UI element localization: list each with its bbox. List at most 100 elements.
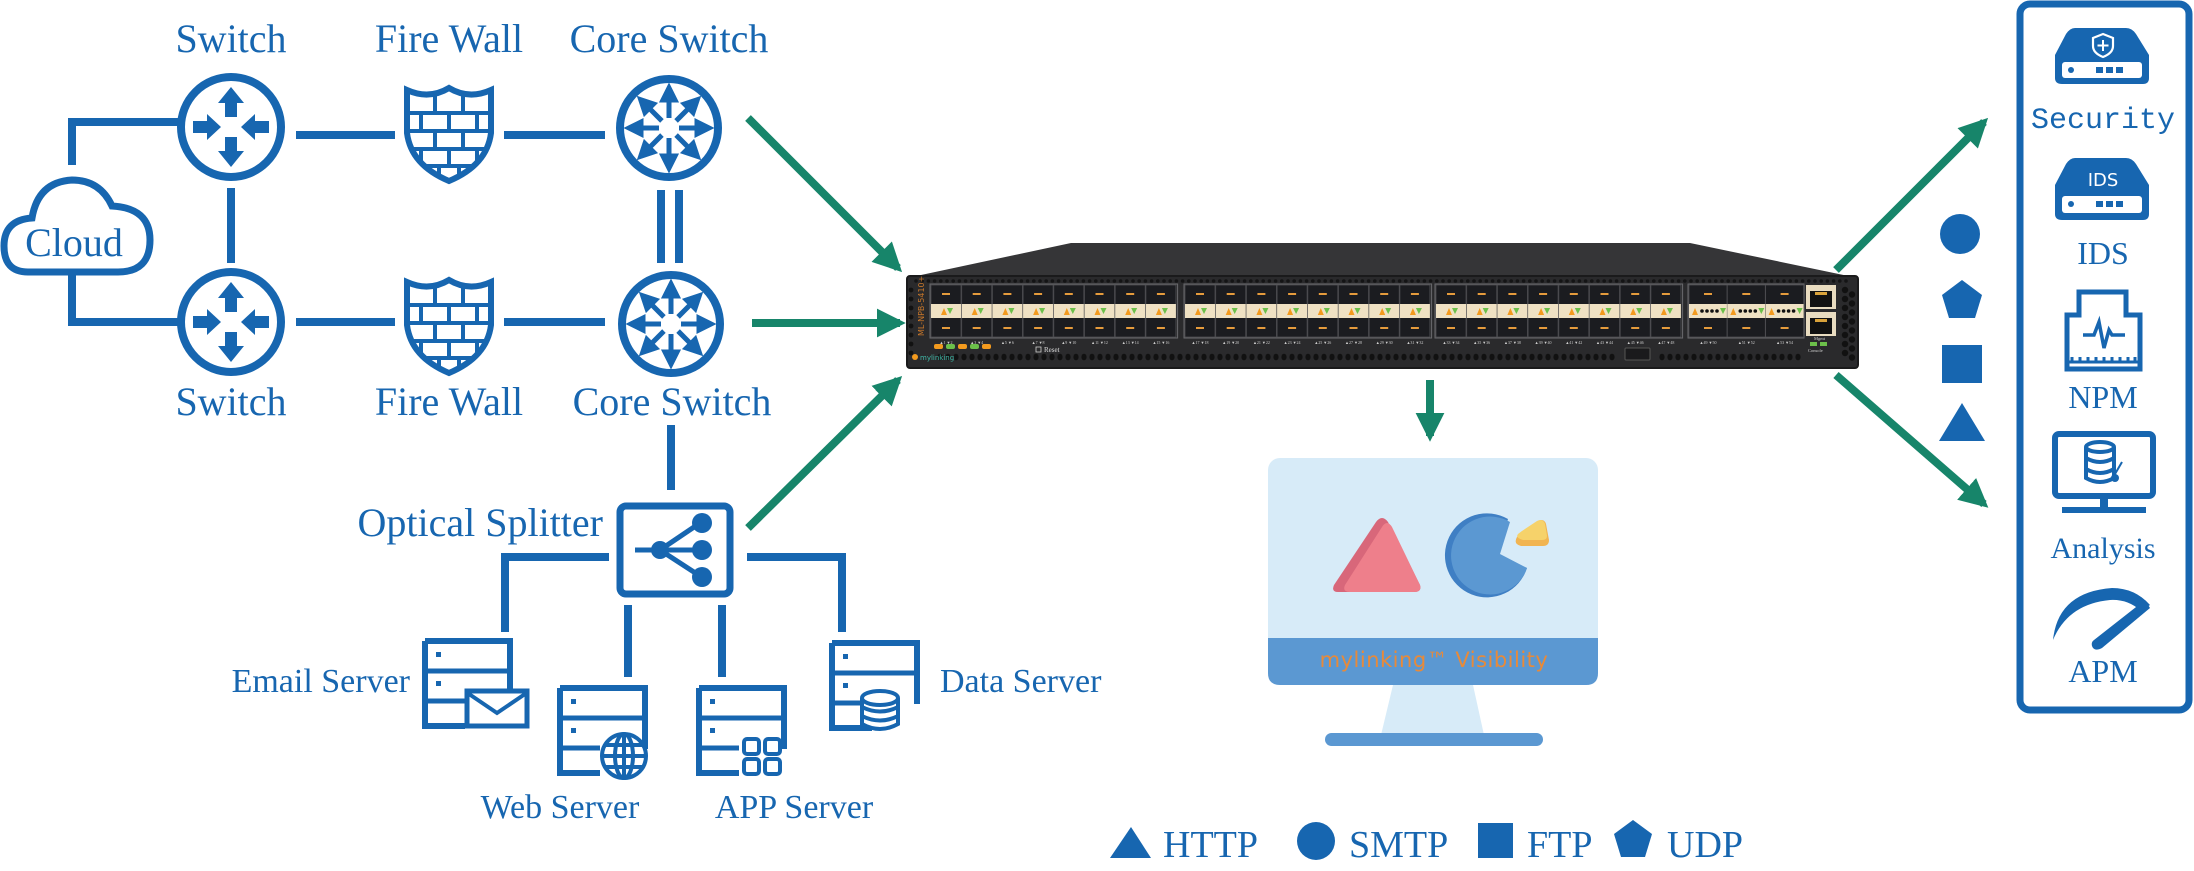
sfp-port[interactable]: [1084, 284, 1115, 338]
tools-panel: Security IDS IDS NPM: [2016, 0, 2193, 714]
port-number-label: ▲35 ▼36: [1473, 340, 1490, 345]
sfp-port[interactable]: [1435, 284, 1467, 338]
tool-apm[interactable]: APM: [2053, 588, 2150, 689]
sfp-port[interactable]: [1145, 284, 1177, 338]
legend-item-http: HTTP: [1110, 824, 1258, 866]
sfp-port[interactable]: [1527, 284, 1559, 338]
sfp-port[interactable]: [930, 284, 962, 338]
cloud-icon: [0, 176, 154, 276]
arrow-core-top-to-npb: [745, 115, 903, 273]
monitor-bar: [1268, 638, 1598, 685]
tool-security[interactable]: Security: [2031, 28, 2175, 138]
usb-port[interactable]: [1624, 347, 1651, 361]
brand-logo: mylinking: [912, 354, 954, 362]
monitor-stand: [1381, 685, 1484, 735]
firewall-bottom-node: Fire Wall: [375, 280, 523, 424]
sfp-port[interactable]: [1022, 284, 1054, 338]
port-number-label: ▲27 ▼28: [1345, 340, 1362, 345]
tool-apm-label: APM: [2068, 653, 2137, 689]
port-number-label: ▲29 ▼30: [1376, 340, 1393, 345]
triangle-icon: [1110, 827, 1151, 858]
port-number-label: ▲47 ▼48: [1657, 340, 1674, 345]
port-number-label: ▲39 ▼40: [1535, 340, 1552, 345]
udp-pentagon-icon: [1942, 280, 1982, 318]
sfp-port[interactable]: [1368, 284, 1400, 338]
sfp-port[interactable]: [1589, 284, 1620, 338]
gauge-icon: [2053, 588, 2150, 650]
sfp-port[interactable]: [1558, 284, 1590, 338]
sfp-port[interactable]: [1399, 284, 1431, 338]
core-switch-top-label: Core Switch: [570, 16, 769, 61]
qsfp-port[interactable]: [1765, 284, 1804, 338]
web-server-label: Web Server: [481, 789, 640, 826]
core-switch-top-node: Core Switch: [570, 16, 769, 185]
port-group: ▲33 ▼34▲35 ▼36▲37 ▼38▲39 ▼40▲41 ▼42▲43 ▼…: [1434, 283, 1684, 345]
sfp-port[interactable]: [1215, 284, 1247, 338]
protocol-legend: HTTP SMTP FTP UDP: [1110, 820, 1743, 866]
legend-label-http: HTTP: [1163, 824, 1258, 866]
data-server-node: Data Server: [832, 643, 1102, 729]
smtp-circle-icon: [1940, 214, 1980, 254]
legend-item-smtp: SMTP: [1297, 822, 1448, 866]
port-number-label: ▲5 ▼6: [1001, 340, 1014, 345]
sfp-port[interactable]: [1496, 284, 1528, 338]
tool-ids-label: IDS: [2077, 235, 2129, 271]
square-icon: [1478, 823, 1513, 858]
sfp-port[interactable]: [1307, 284, 1339, 338]
vent-holes-bottom: [937, 353, 1801, 361]
monitor-base: [1325, 733, 1543, 746]
firewall-top-label: Fire Wall: [375, 16, 523, 61]
network-performance-icon: [2064, 289, 2143, 372]
port-number-label: ▲9 ▼10: [1061, 340, 1076, 345]
switch-bottom-node: Switch: [175, 272, 287, 424]
tool-analysis[interactable]: Analysis: [2051, 431, 2156, 565]
http-triangle-icon: [1939, 403, 1985, 441]
sfp-port[interactable]: [1466, 284, 1498, 338]
tool-npm-label: NPM: [2068, 379, 2137, 415]
qsfp-port[interactable]: [1688, 284, 1728, 338]
packet-broker-device: ML-NPB-5410+ ▲1 ▼2▲3 ▼4▲5 ▼6▲7 ▼8▲9 ▼10▲…: [906, 243, 1859, 369]
database-icon: [860, 689, 900, 731]
sfp-port[interactable]: [1184, 284, 1216, 338]
port-number-label: ▲15 ▼16: [1152, 340, 1169, 345]
port-number-label: ▲49 ▼50: [1700, 340, 1717, 345]
sfp-port[interactable]: [1650, 284, 1682, 338]
switch-top-node: Switch: [175, 16, 287, 177]
core-switch-icon: [614, 267, 727, 380]
tool-npm[interactable]: NPM: [2064, 289, 2143, 415]
sfp-port[interactable]: [961, 284, 993, 338]
sfp-port[interactable]: [1053, 284, 1085, 338]
globe-icon: [600, 732, 648, 780]
legend-item-udp: UDP: [1614, 820, 1743, 866]
triangle-chart-icon: [1333, 518, 1421, 592]
port-number-label: ▲45 ▼46: [1627, 340, 1644, 345]
sfp-port[interactable]: [1619, 284, 1651, 338]
security-appliance-icon: [2055, 28, 2149, 84]
port-number-label: ▲41 ▼42: [1565, 340, 1582, 345]
mgmt-label: Mgmt: [1814, 336, 1826, 341]
brand-logo-text: mylinking: [920, 354, 954, 362]
sfp-port[interactable]: [1245, 284, 1277, 338]
reset-button[interactable]: [1035, 346, 1042, 353]
qsfp-port[interactable]: [1726, 284, 1766, 338]
legend-item-ftp: FTP: [1478, 823, 1592, 866]
switch-bottom-label: Switch: [175, 379, 286, 424]
sfp-port[interactable]: [1338, 284, 1369, 338]
core-switch-bottom-label: Core Switch: [573, 379, 772, 424]
ids-appliance-icon: IDS: [2055, 158, 2149, 220]
legend-label-smtp: SMTP: [1349, 824, 1448, 866]
legend-label-ftp: FTP: [1527, 824, 1592, 866]
pie-chart-icon: [1444, 513, 1549, 598]
port-number-label: ▲19 ▼20: [1222, 340, 1239, 345]
switch-top-label: Switch: [175, 16, 286, 61]
sfp-port[interactable]: [991, 284, 1023, 338]
tool-ids[interactable]: IDS IDS: [2055, 158, 2149, 271]
side-vent-holes: [908, 286, 1856, 361]
sfp-port[interactable]: [1276, 284, 1308, 338]
sfp-port[interactable]: [1114, 284, 1146, 338]
email-server-label: Email Server: [232, 663, 411, 700]
switch-icon: [181, 272, 281, 372]
port-number-label: ▲37 ▼38: [1504, 340, 1521, 345]
firewall-icon: [404, 88, 494, 183]
